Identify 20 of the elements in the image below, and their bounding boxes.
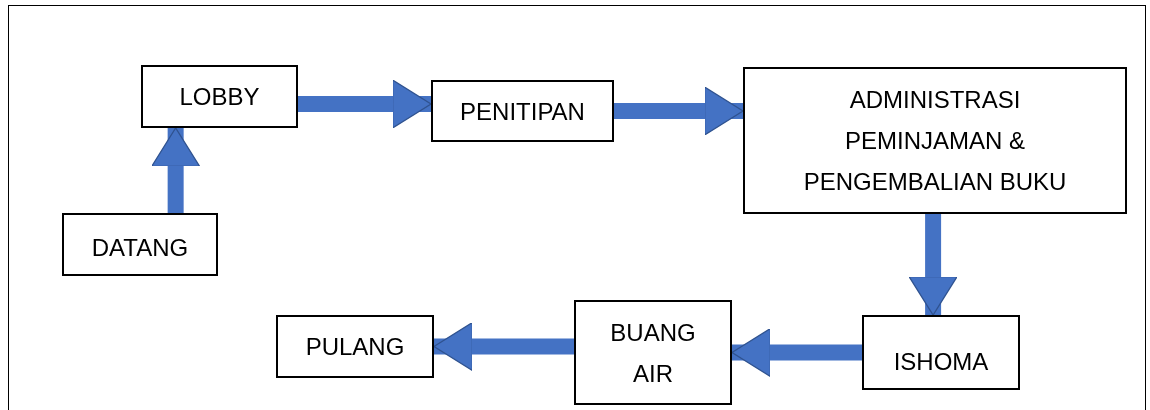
process-box xyxy=(743,67,1127,214)
process-box xyxy=(62,213,218,276)
block-arrow xyxy=(433,321,574,372)
box-label: ISHOMA xyxy=(893,347,989,377)
block-arrow xyxy=(908,214,958,316)
box-label: LOBBY xyxy=(179,82,260,112)
box-label: BUANG AIR xyxy=(609,317,697,389)
box-label: PENITIPAN xyxy=(460,96,585,127)
process-box xyxy=(276,315,434,378)
process-box xyxy=(862,315,1020,390)
block-arrow xyxy=(151,127,201,213)
process-box xyxy=(574,300,732,405)
box-label: ADMINISTRASI PEMINJAMAN & PENGEMBALIAN BUKU xyxy=(802,85,1068,197)
block-arrow xyxy=(614,86,744,136)
box-label: DATANG xyxy=(91,233,189,263)
block-arrow xyxy=(298,79,432,129)
block-arrow xyxy=(731,327,862,378)
process-box xyxy=(431,80,614,142)
box-label: PULANG xyxy=(305,332,405,362)
process-box xyxy=(141,65,298,128)
